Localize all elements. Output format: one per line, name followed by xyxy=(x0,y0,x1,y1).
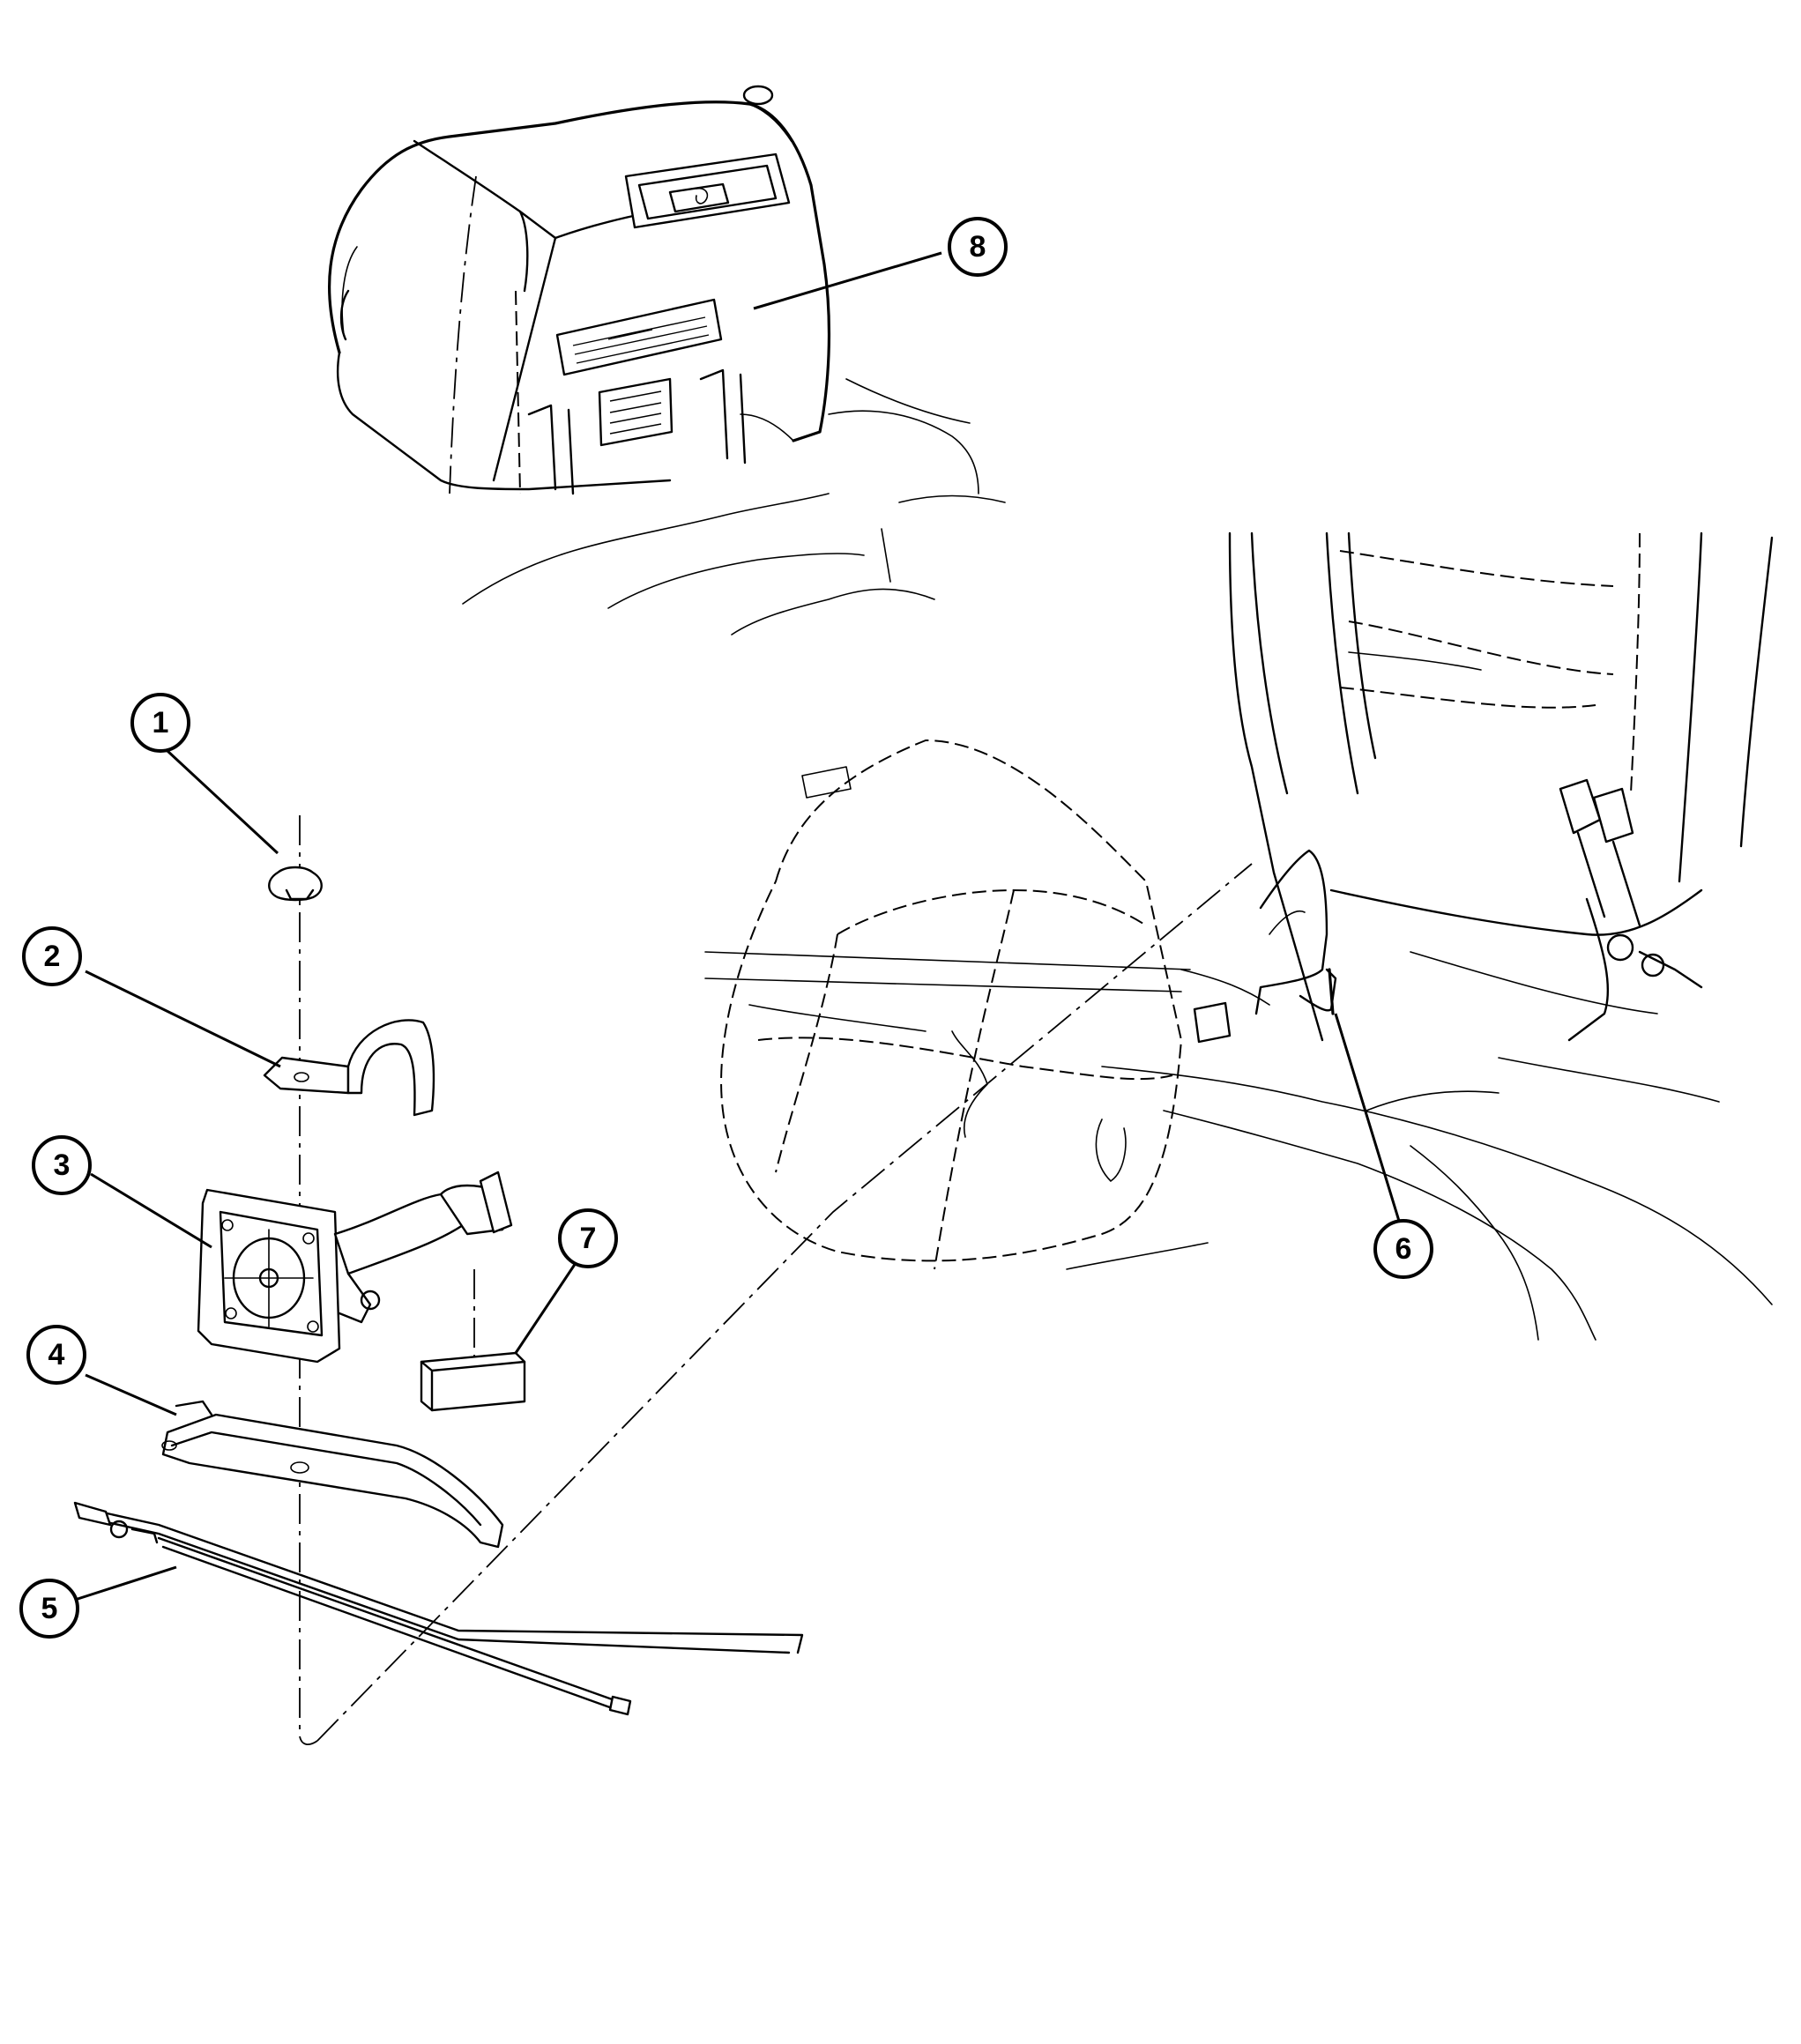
callout-2: 2 xyxy=(22,926,82,986)
exploded-parts-illustration xyxy=(73,815,804,1746)
callout-1-label: 1 xyxy=(153,706,169,740)
callout-1: 1 xyxy=(130,693,190,753)
clamp-bracket xyxy=(263,1019,435,1117)
callout-5: 5 xyxy=(19,1579,79,1639)
callout-4: 4 xyxy=(26,1325,86,1385)
callout-6: 6 xyxy=(1373,1219,1433,1279)
storage-bin-illustration xyxy=(328,85,1006,635)
callout-7: 7 xyxy=(558,1208,618,1268)
callout-8: 8 xyxy=(948,217,1008,277)
foam-block xyxy=(420,1269,526,1412)
jack-assembly xyxy=(197,1171,513,1364)
callout-6-label: 6 xyxy=(1395,1232,1412,1266)
leader-lines xyxy=(74,251,1403,1602)
jack-handle xyxy=(161,1400,504,1549)
callout-3: 3 xyxy=(32,1135,92,1195)
callout-2-label: 2 xyxy=(44,940,61,973)
callout-3-label: 3 xyxy=(54,1148,71,1182)
callout-7-label: 7 xyxy=(580,1222,597,1255)
rear-seat-illustration xyxy=(316,531,1774,1742)
callout-4-label: 4 xyxy=(48,1338,65,1371)
wing-nut xyxy=(268,866,323,902)
lug-wrench-rod xyxy=(73,1501,804,1716)
callout-8-label: 8 xyxy=(970,230,986,264)
callout-5-label: 5 xyxy=(41,1592,58,1625)
